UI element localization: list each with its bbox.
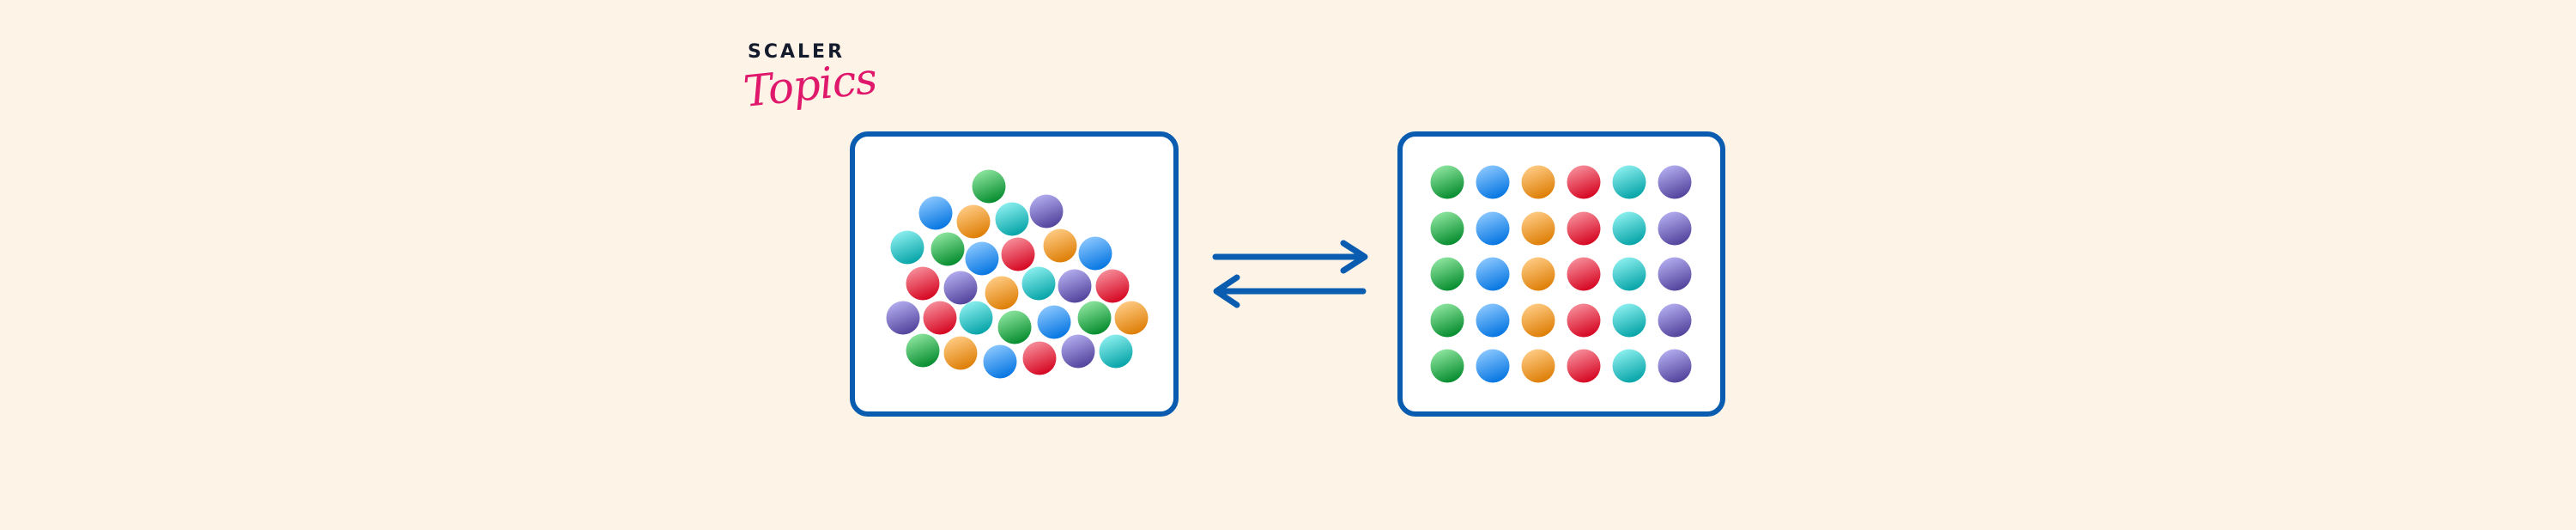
red-ball: [1567, 257, 1601, 291]
purple-ball: [1658, 349, 1692, 383]
purple-ball: [1658, 165, 1692, 199]
cyan-ball: [1612, 349, 1646, 383]
green-ball: [906, 333, 940, 368]
green-ball: [1430, 349, 1464, 383]
orange-ball: [1521, 165, 1555, 199]
green-ball: [930, 232, 965, 266]
red-ball: [1567, 349, 1601, 383]
orange-ball: [1521, 257, 1555, 291]
blue-ball: [918, 196, 953, 230]
red-ball: [923, 301, 957, 335]
blue-ball: [1476, 211, 1510, 246]
purple-ball: [1658, 211, 1692, 246]
cyan-ball: [890, 230, 924, 265]
cyan-ball: [1612, 165, 1646, 199]
red-ball: [1567, 165, 1601, 199]
orange-ball: [1521, 211, 1555, 246]
blue-ball: [1078, 236, 1112, 271]
forward-arrow-icon: [1212, 240, 1368, 274]
green-ball: [997, 310, 1032, 344]
orange-ball: [956, 204, 991, 239]
green-ball: [1430, 211, 1464, 246]
purple-ball: [1658, 303, 1692, 338]
blue-ball: [983, 344, 1017, 379]
orange-ball: [1521, 349, 1555, 383]
backward-arrow-icon: [1213, 274, 1367, 308]
red-ball: [1567, 211, 1601, 246]
cyan-ball: [959, 301, 993, 335]
blue-ball: [1476, 257, 1510, 291]
cyan-ball: [1612, 257, 1646, 291]
green-ball: [972, 169, 1006, 204]
cyan-ball: [1021, 266, 1056, 301]
logo-brand: SCALER: [748, 41, 846, 63]
blue-ball: [1476, 303, 1510, 338]
red-ball: [1095, 269, 1130, 303]
purple-ball: [1029, 194, 1064, 228]
ordered-balls: [1430, 165, 1692, 383]
purple-ball: [943, 271, 978, 305]
red-ball: [1567, 303, 1601, 338]
disordered-balls: [886, 169, 1149, 379]
orange-ball: [985, 276, 1019, 310]
cyan-ball: [995, 202, 1029, 236]
blue-ball: [1476, 349, 1510, 383]
red-ball: [1001, 237, 1035, 271]
red-ball: [1022, 341, 1057, 375]
ordered-box: [1397, 131, 1725, 417]
green-ball: [1077, 301, 1112, 335]
blue-ball: [965, 241, 999, 276]
blue-ball: [1476, 165, 1510, 199]
red-ball: [906, 266, 940, 301]
orange-ball: [943, 336, 978, 370]
purple-ball: [1061, 334, 1095, 369]
purple-ball: [1058, 269, 1092, 303]
orange-ball: [1521, 303, 1555, 338]
cyan-ball: [1612, 303, 1646, 338]
orange-ball: [1043, 228, 1077, 263]
cyan-ball: [1099, 334, 1133, 369]
disordered-box: [850, 131, 1179, 417]
blue-ball: [1037, 305, 1071, 339]
purple-ball: [1658, 257, 1692, 291]
green-ball: [1430, 303, 1464, 338]
purple-ball: [886, 301, 920, 335]
green-ball: [1430, 257, 1464, 291]
green-ball: [1430, 165, 1464, 199]
orange-ball: [1114, 301, 1149, 335]
cyan-ball: [1612, 211, 1646, 246]
